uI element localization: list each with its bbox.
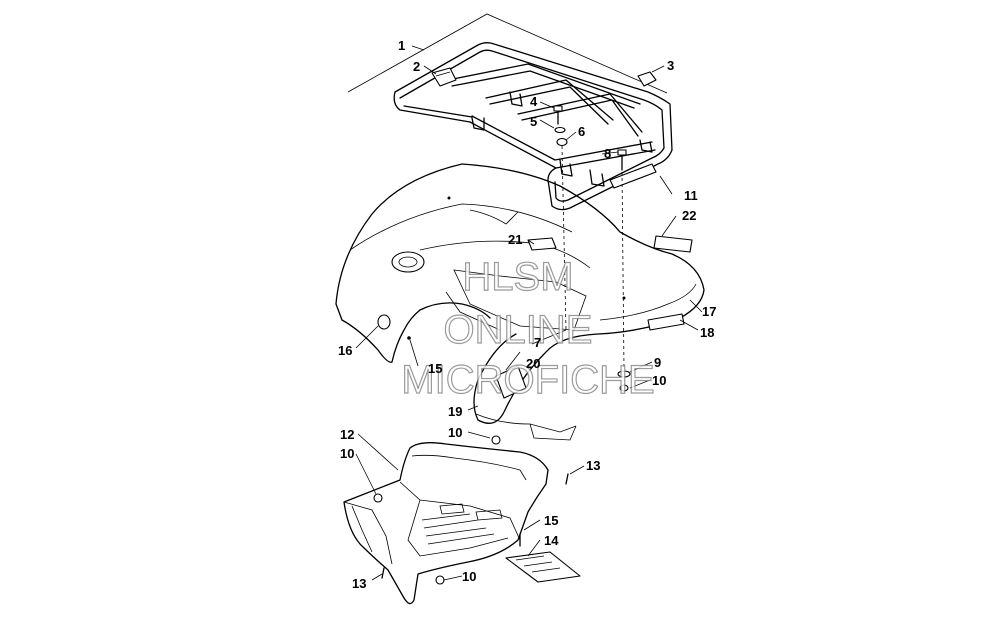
- rear-fender: [335, 163, 705, 441]
- watermark: HLSM ONLINE MICROFICHE: [401, 254, 656, 402]
- callout-22[interactable]: 22: [682, 208, 696, 223]
- callout-10-mid[interactable]: 10: [448, 425, 462, 440]
- callout-10-fender[interactable]: 10: [652, 373, 666, 388]
- callout-14[interactable]: 14: [544, 533, 559, 548]
- hardware: [553, 71, 693, 392]
- callout-8[interactable]: 8: [604, 146, 611, 161]
- callout-9[interactable]: 9: [654, 355, 661, 370]
- callout-13-right[interactable]: 13: [586, 458, 600, 473]
- callout-13-left[interactable]: 13: [352, 576, 366, 591]
- callout-15-upper[interactable]: 15: [428, 361, 442, 376]
- callout-5[interactable]: 5: [530, 114, 537, 129]
- callout-7[interactable]: 7: [534, 335, 541, 350]
- rear-rack: [347, 13, 673, 211]
- callout-10-left[interactable]: 10: [340, 446, 354, 461]
- callout-19[interactable]: 19: [448, 404, 462, 419]
- callout-3[interactable]: 3: [667, 58, 674, 73]
- callout-16[interactable]: 16: [338, 343, 352, 358]
- watermark-line-2: ONLINE: [444, 308, 593, 352]
- callout-15-lower[interactable]: 15: [544, 513, 558, 528]
- callout-10-bottom[interactable]: 10: [462, 569, 476, 584]
- callout-6[interactable]: 6: [578, 124, 585, 139]
- watermark-line-1: HLSM: [462, 255, 573, 299]
- callout-4[interactable]: 4: [530, 94, 538, 109]
- callout-12[interactable]: 12: [340, 427, 354, 442]
- callout-20[interactable]: 20: [526, 356, 540, 371]
- callout-21[interactable]: 21: [508, 232, 522, 247]
- footwell: [343, 435, 581, 605]
- callout-1[interactable]: 1: [398, 38, 405, 53]
- callouts: 1 2 3 4 5 6 8 11 22 21 16 15 7 20 17 18 …: [338, 38, 716, 591]
- callout-11[interactable]: 11: [684, 188, 698, 203]
- callout-17[interactable]: 17: [702, 304, 716, 319]
- leader-lines: [355, 45, 703, 581]
- callout-18[interactable]: 18: [700, 325, 714, 340]
- watermark-line-3: MICROFICHE: [401, 358, 654, 402]
- callout-2[interactable]: 2: [413, 59, 420, 74]
